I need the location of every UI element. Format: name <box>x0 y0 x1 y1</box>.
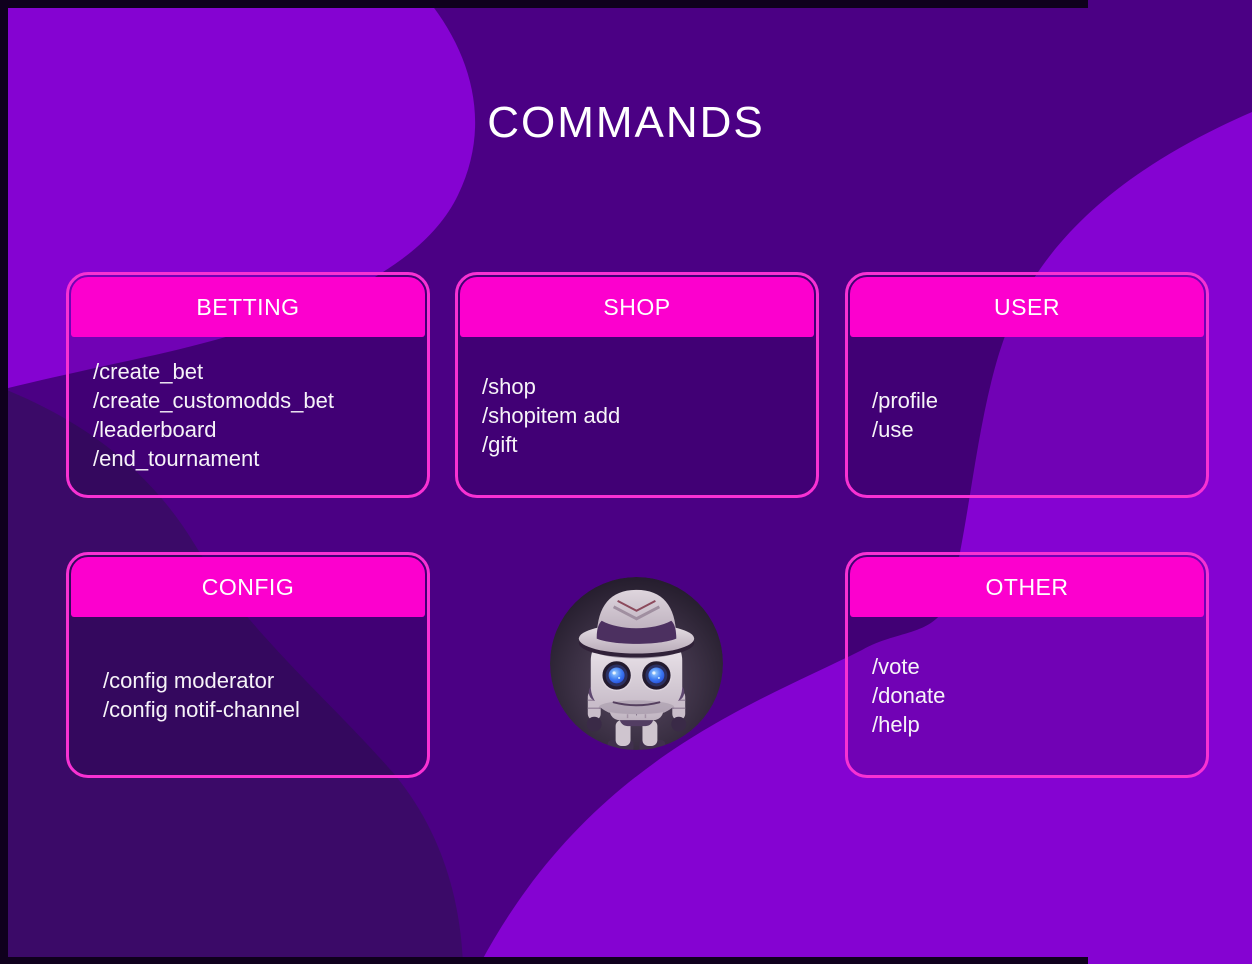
card-betting-header: BETTING <box>71 277 425 337</box>
card-user: USER /profile /use <box>845 272 1209 498</box>
card-config: CONFIG /config moderator /config notif-c… <box>66 552 430 778</box>
card-other-header: OTHER <box>850 557 1204 617</box>
card-betting-commands: /create_bet /create_customodds_bet /lead… <box>71 337 425 493</box>
command: /profile <box>872 388 939 413</box>
command: /donate <box>872 682 946 708</box>
command: /config notif-channel <box>103 697 300 722</box>
canvas-edge-left <box>0 0 8 964</box>
card-config-title: CONFIG <box>201 573 295 600</box>
card-shop-header: SHOP <box>460 277 814 337</box>
card-shop: SHOP /shop /shopitem add /gift <box>455 272 819 498</box>
command: /config moderator <box>103 668 275 693</box>
card-betting-title: BETTING <box>196 293 300 320</box>
card-config-header: CONFIG <box>71 557 425 617</box>
command: /shop <box>482 373 536 399</box>
card-other-commands: /vote /donate /help <box>850 617 1204 773</box>
command: /help <box>872 711 920 737</box>
card-other-title: OTHER <box>985 573 1069 600</box>
card-shop-commands: /shop /shopitem add /gift <box>460 337 814 493</box>
card-other: OTHER /vote /donate /help <box>845 552 1209 778</box>
page-title: COMMANDS <box>487 98 765 147</box>
card-betting: BETTING /create_bet /create_customodds_b… <box>66 272 430 498</box>
command: /shopitem add <box>482 402 621 428</box>
command: /use <box>872 417 914 442</box>
bot-avatar <box>550 577 723 750</box>
command: /create_customodds_bet <box>93 388 334 413</box>
card-user-header: USER <box>850 277 1204 337</box>
canvas-edge-top <box>0 0 1088 8</box>
card-config-commands: /config moderator /config notif-channel <box>71 617 425 773</box>
card-user-title: USER <box>994 293 1060 320</box>
command: /gift <box>482 431 518 457</box>
command: /leaderboard <box>93 417 217 442</box>
canvas-edge-bottom <box>0 957 1088 964</box>
command: /end_tournament <box>93 446 260 471</box>
command: /vote <box>872 653 920 679</box>
command: /create_bet <box>93 359 204 384</box>
robot-icon <box>550 577 723 750</box>
card-user-commands: /profile /use <box>850 337 1204 493</box>
card-shop-title: SHOP <box>603 293 671 320</box>
